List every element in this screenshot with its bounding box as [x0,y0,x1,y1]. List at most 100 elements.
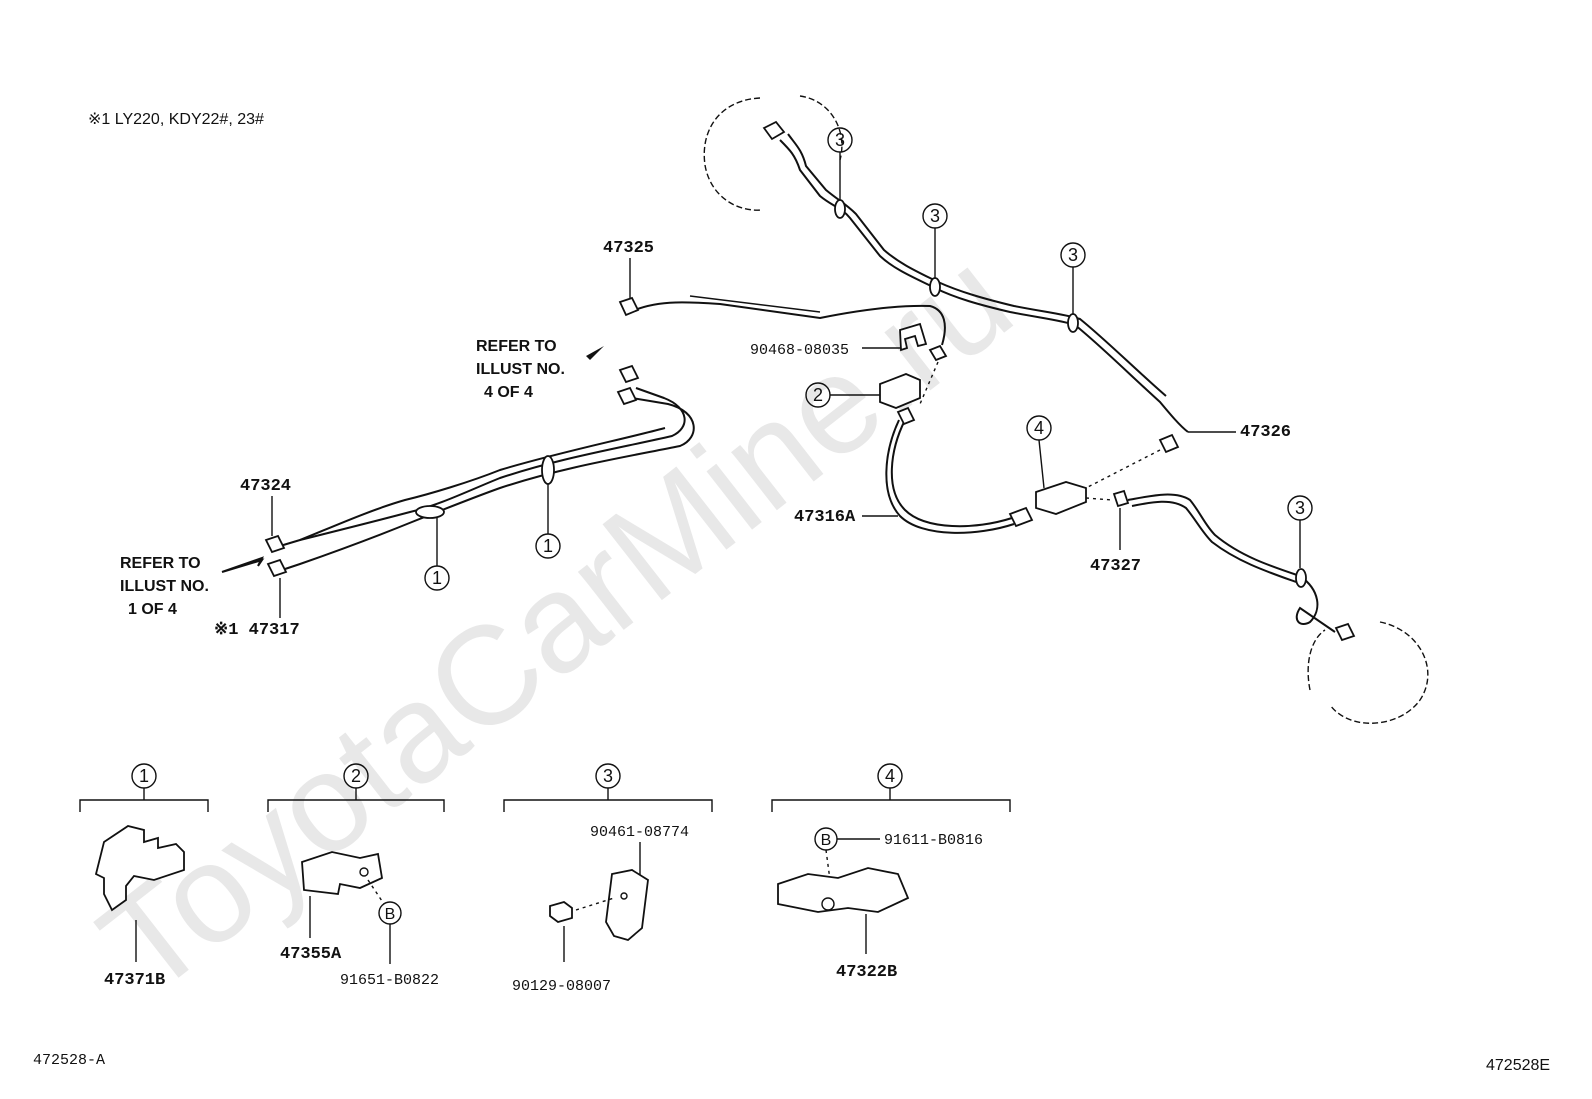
callout-1-right: 1 [535,484,561,559]
callout-3-bottom-right: 3 [1287,495,1313,568]
callout-3-top-mid: 3 [922,203,948,278]
callout-2: 2 [805,382,880,408]
clamp-3c [1067,313,1079,333]
wheel-drum-top [703,95,843,211]
flare-nut-top-a [618,364,640,384]
brake-tube-47327 [1127,493,1336,633]
detail-4: 4 B 91611-B0816 47322B [771,763,1011,982]
flare-nut-47327 [1112,489,1130,508]
clamp-47371b-drawing [94,825,185,912]
dash-47327 [1085,497,1113,501]
svg-text:2: 2 [813,385,823,405]
label-90468: 90468-08035 [750,342,900,359]
svg-text:4 OF 4: 4 OF 4 [484,384,533,401]
three-way-joint-4 [1035,481,1087,515]
flare-nut-bottom-right [1334,622,1356,642]
flare-nut-47325 [618,296,640,317]
svg-text:47325: 47325 [603,239,654,258]
svg-text:47324: 47324 [240,477,291,496]
callout-1-left: 1 [424,518,450,591]
flare-nut-90468 [928,344,948,362]
detail-1: 1 47371B [79,763,209,990]
svg-text:2: 2 [351,766,361,786]
svg-text:4: 4 [885,766,895,786]
joint-47322b-drawing [777,867,910,913]
brake-tube-rear-upper-2 [787,133,1167,397]
tube-shield [689,295,821,313]
footer-code-left: 472528-A [33,1052,105,1069]
brake-tube-rear-upper [779,139,1189,433]
svg-text:3: 3 [835,130,845,150]
svg-text:47316A: 47316A [794,508,856,527]
bracket-47355a-drawing [301,851,384,895]
svg-text:REFER TO: REFER TO [120,555,201,572]
clamp-1b [541,455,555,485]
bolt-marker-b: B [385,906,396,923]
callout-3-top-left: 3 [827,127,853,200]
label-47326: 47326 [1188,423,1291,442]
svg-text:47327: 47327 [1090,557,1141,576]
brake-tube-bundle-b [281,397,695,571]
flare-nut-47326 [1158,433,1180,454]
clamp-3a [834,199,846,219]
bolt-marker-b: B [821,832,832,849]
svg-text:ILLUST NO.: ILLUST NO. [120,578,209,595]
svg-text:ILLUST NO.: ILLUST NO. [476,361,565,378]
flare-nut-47317 [266,558,288,578]
brake-tube-47327-edge [1131,500,1297,583]
footer-code-right: 472528E [1486,1057,1550,1074]
label-47317: ※1 47317 [214,578,300,640]
wheel-drum-bottom [1307,621,1429,724]
applicability-note: ※1 LY220, KDY22#, 23# [88,111,264,128]
svg-text:REFER TO: REFER TO [476,338,557,355]
hose-fitting-bottom [1008,506,1034,528]
svg-text:90468-08035: 90468-08035 [750,342,849,359]
clamp-90461-drawing [605,869,649,941]
svg-text:1 OF 4: 1 OF 4 [128,601,177,618]
detail-3: 3 90461-08774 90129-08007 [503,763,713,995]
label-47325: 47325 [603,239,654,298]
svg-text:3: 3 [1295,498,1305,518]
refer-note-left: REFER TO ILLUST NO. 1 OF 4 [120,555,265,618]
label-47371b: 47371B [104,971,165,990]
svg-text:47326: 47326 [1240,423,1291,442]
label-91651: 91651-B0822 [340,972,439,989]
svg-text:3: 3 [603,766,613,786]
svg-text:3: 3 [930,206,940,226]
svg-text:3: 3 [1068,245,1078,265]
flex-hose-47316a [890,419,1013,528]
callout-4: 4 [1026,415,1052,489]
bolt-90129-drawing [549,901,573,923]
brake-tube-bundle-c [299,427,666,541]
detail-2: 2 47355A B 91651-B0822 [267,763,445,989]
hose-fitting-top [896,406,916,426]
brake-tube-bundle-a [279,387,686,547]
clip-90468 [899,322,928,352]
svg-text:4: 4 [1034,418,1044,438]
clamp-3d [1295,568,1307,588]
dash-47326 [1085,449,1161,489]
flex-hose-edge [885,419,1015,534]
svg-text:※1 47317: ※1 47317 [214,621,300,640]
label-47316a: 47316A [794,508,898,527]
svg-text:1: 1 [432,568,442,588]
clamp-1a [415,505,445,519]
arrow-icon [586,346,604,360]
clamp-3b [929,277,941,297]
callout-3-top-right: 3 [1060,242,1086,314]
label-91611: 91611-B0816 [884,832,983,849]
label-90461: 90461-08774 [590,824,689,841]
label-90129: 90129-08007 [512,978,611,995]
label-47324: 47324 [240,477,291,536]
svg-text:1: 1 [543,536,553,556]
flare-nut-47324 [264,534,286,554]
label-47322b: 47322B [836,963,897,982]
arrow-icon [221,556,265,573]
svg-text:1: 1 [139,766,149,786]
bracket-2 [879,373,921,409]
flare-nut-top-left [762,120,786,141]
dash-2 [919,361,939,405]
refer-note-top: REFER TO ILLUST NO. 4 OF 4 [476,338,604,401]
label-47327: 47327 [1090,508,1141,576]
